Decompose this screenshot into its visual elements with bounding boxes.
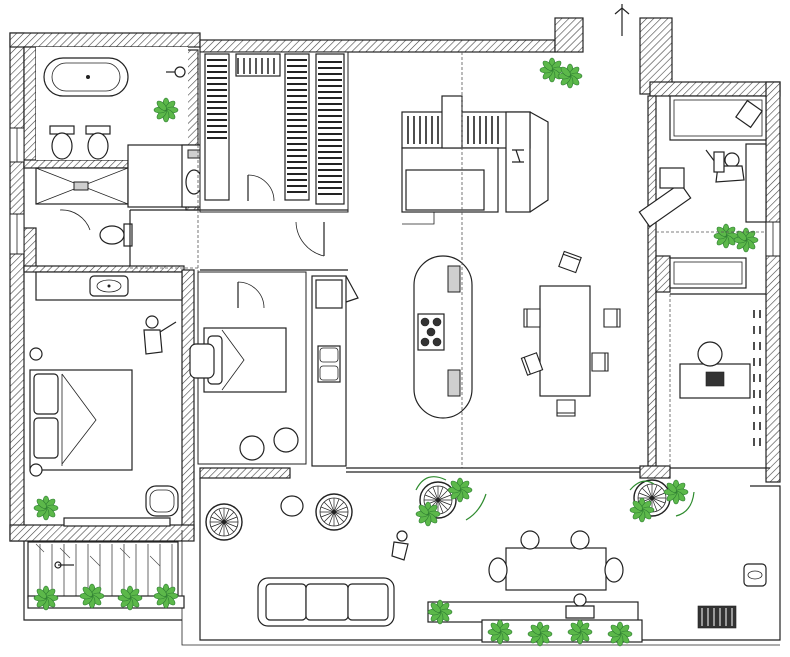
chair-icon: [556, 399, 576, 417]
bidet-icon: [85, 125, 111, 160]
planter-left: [27, 584, 185, 610]
plant-icon: [416, 502, 440, 526]
chair-icon: [523, 308, 541, 328]
plant-icon: [714, 224, 738, 248]
chair-icon: [239, 427, 299, 461]
plant-icon: [448, 478, 472, 502]
kitchen-island: [413, 255, 473, 419]
side-table-icon: [280, 495, 304, 517]
faucet-icon: [166, 66, 186, 78]
master-bedroom: [29, 271, 183, 527]
fireplace-icon: [505, 111, 549, 213]
grill-icon: [743, 563, 767, 587]
second-bedroom: [189, 271, 307, 465]
chair-icon: [558, 250, 582, 274]
media-wall: [401, 95, 549, 225]
chair-icon: [591, 352, 609, 372]
bathtub-icon: [43, 57, 129, 97]
chair-icon: [697, 341, 723, 367]
rattan-chair-icon: [205, 503, 243, 541]
hanger-rows: [207, 58, 342, 195]
study-room: [638, 95, 767, 252]
vanity-icon: [127, 144, 207, 208]
side-table-icon: [189, 343, 215, 379]
planter-bottom: [427, 600, 643, 646]
armchair-icon: [145, 485, 179, 517]
person-icon: [705, 149, 745, 183]
plant-icon: [154, 98, 178, 122]
sink-icon: [317, 345, 341, 383]
person-icon: [565, 593, 595, 619]
rattan-chair-icon: [315, 493, 353, 531]
bed-icon: [203, 327, 287, 393]
bathroom: [35, 47, 207, 247]
wc-icon: [99, 223, 133, 247]
radiator-icon: [697, 605, 737, 629]
outdoor-dining: [488, 530, 624, 591]
stove-icon: [417, 313, 445, 351]
balcony: [23, 476, 781, 646]
bed-icon: [29, 369, 133, 471]
desk-icon: [679, 363, 751, 399]
lounge-chair-icon: [638, 167, 692, 228]
kitchen-counter: [311, 275, 359, 467]
plant-icon: [558, 64, 582, 88]
person-icon: [143, 315, 177, 355]
exterior-walls: [9, 17, 781, 542]
person-icon: [391, 530, 409, 561]
shower-icon: [35, 167, 129, 205]
plant-icon: [34, 496, 58, 520]
office-room: [669, 257, 766, 466]
dining-area: [520, 250, 621, 417]
sofa-icon: [257, 577, 395, 627]
sink-icon: [35, 271, 183, 301]
plant-icon: [630, 498, 654, 522]
window-markers: [9, 127, 781, 257]
north-arrow-icon: [614, 4, 630, 36]
closet: [199, 51, 349, 257]
plant-icon: [664, 480, 688, 504]
chair-icon: [603, 308, 621, 328]
toilet-icon: [49, 125, 75, 160]
